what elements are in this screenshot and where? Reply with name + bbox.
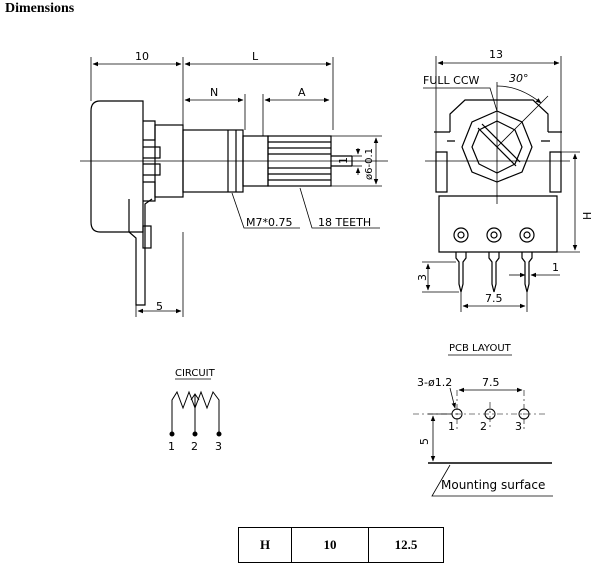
dim-3: 3 <box>416 274 429 281</box>
table-cell-12-5: 12.5 <box>368 527 444 563</box>
circuit-pin-3 <box>216 431 222 437</box>
front-view-labels: 13 FULL CCW 30° H 3 1 7.5 <box>416 48 594 305</box>
dim-n: N <box>210 86 218 99</box>
label-rotation: FULL CCW <box>423 74 479 87</box>
circuit-pin-2 <box>192 431 198 437</box>
rotor-inner <box>471 120 523 174</box>
terminal-pin <box>128 198 153 306</box>
pcb-height-label: 5 <box>418 438 431 445</box>
pcb-title: PCB LAYOUT <box>449 343 512 354</box>
table-cell-h: H <box>238 527 292 563</box>
circuit-labels: CIRCUIT 1 2 3 <box>168 368 222 453</box>
label-angle: 30° <box>509 72 529 85</box>
pcb-hole-2 <box>484 408 496 420</box>
table-row: H 10 12.5 <box>238 527 444 563</box>
pcb-pin-label-3: 3 <box>515 420 522 433</box>
pcb-layout <box>413 354 553 497</box>
label-teeth: 18 TEETH <box>318 216 371 229</box>
terminal-hole-1 <box>453 227 469 243</box>
circuit-pin-label-2: 2 <box>191 440 198 453</box>
knob-body <box>90 100 144 233</box>
dimension-table: H 10 12.5 <box>238 527 444 563</box>
circuit-diagram <box>169 378 222 437</box>
dim-5-side: 5 <box>156 300 163 313</box>
terminal-hole-3 <box>519 227 535 243</box>
pcb-hole-label: 3-ø1.2 <box>417 376 452 389</box>
dim-1-side: 1 <box>337 157 350 164</box>
dim-h: H <box>581 212 594 220</box>
label-thread: M7*0.75 <box>246 216 292 229</box>
table-cell-10: 10 <box>291 527 369 563</box>
dim-1-front: 1 <box>552 261 559 274</box>
knurled-section <box>267 135 332 187</box>
terminal-hole-2 <box>486 227 502 243</box>
circuit-pin-1 <box>169 431 175 437</box>
front-view <box>422 56 580 312</box>
mounting-surface-label: Mounting surface <box>441 478 545 492</box>
pcb-layout-labels: PCB LAYOUT 3-ø1.2 7.5 5 1 2 3 Mounting s… <box>417 343 545 492</box>
dim-width: 13 <box>489 48 503 61</box>
dim-knob-width: 10 <box>135 50 149 63</box>
circuit-title: CIRCUIT <box>175 368 216 379</box>
pcb-pin-label-1: 1 <box>448 420 455 433</box>
circuit-pin-label-1: 1 <box>168 440 175 453</box>
terminal-leg-3 <box>521 252 533 293</box>
side-tab-left <box>435 151 448 193</box>
housing-body <box>438 195 558 253</box>
terminal-leg-1 <box>455 252 467 293</box>
terminal-leg-2 <box>488 252 500 293</box>
side-view <box>80 57 388 317</box>
page-title: Dimensions <box>5 1 75 16</box>
side-tab-right <box>549 151 562 193</box>
side-view-labels: 10 L N A 1 ø6-0.1 5 M7*0.75 18 TEETH <box>135 50 375 313</box>
pcb-pitch-label: 7.5 <box>482 376 500 389</box>
dim-a: A <box>298 86 306 99</box>
rotor-outer <box>461 110 533 183</box>
pcb-pin-label-2: 2 <box>480 420 487 433</box>
dim-shaft-diameter: ø6-0.1 <box>364 148 375 180</box>
pcb-hole-3 <box>518 408 530 420</box>
dim-shaft-length: L <box>252 50 259 63</box>
housing-top <box>449 99 549 132</box>
dim-pitch-front: 7.5 <box>485 292 503 305</box>
circuit-pin-label-3: 3 <box>215 440 222 453</box>
